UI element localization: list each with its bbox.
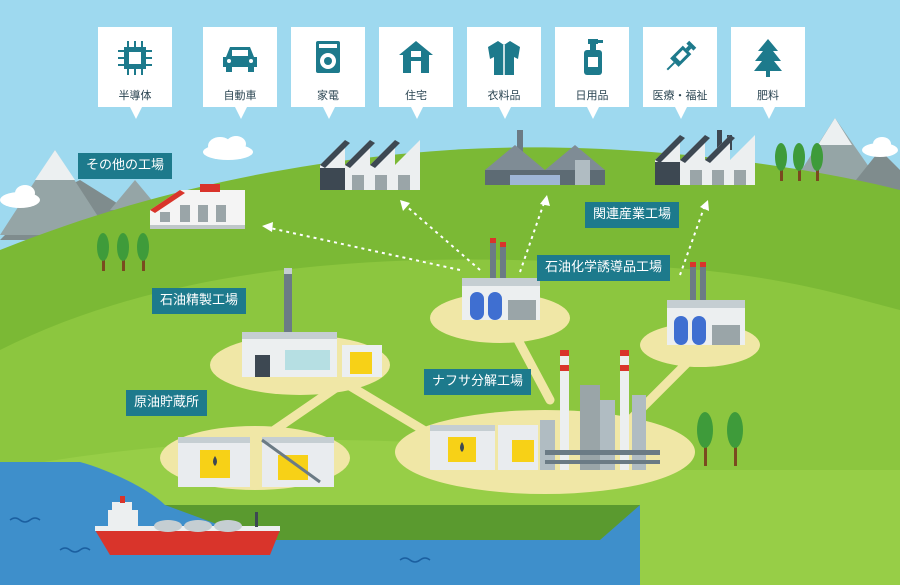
category-card-clothing: 衣料品 (467, 27, 541, 119)
sawtooth-factory-right (655, 130, 755, 185)
label-oil-refinery: 石油精製工場 (152, 288, 247, 314)
semiconductor-chip-icon (118, 41, 152, 75)
label-crude-oil-storage: 原油貯蔵所 (126, 390, 208, 416)
category-label: 自動車 (223, 89, 257, 102)
derivative-plant-2 (667, 262, 745, 345)
label-naphtha-cracking-factory: ナフサ分解工場 (424, 369, 532, 395)
category-card-appliances: 家電 (291, 27, 365, 119)
category-card-housing: 住宅 (379, 27, 453, 119)
other-factory-building (150, 184, 245, 229)
category-label: 日用品 (575, 89, 609, 102)
category-label: 肥料 (757, 89, 779, 102)
label-other-factories: その他の工場 (78, 153, 173, 179)
shirt-icon (488, 41, 520, 75)
crude-oil-tanks (178, 437, 334, 487)
waves (9, 517, 431, 563)
central-factory (485, 130, 605, 185)
oil-refinery (242, 268, 382, 377)
label-related-industry-factories: 関連産業工場 (585, 202, 680, 228)
category-label: 半導体 (118, 89, 152, 102)
category-label: 医療・福祉 (652, 89, 708, 102)
syringe-icon (666, 40, 697, 71)
category-card-daily-goods: 日用品 (555, 27, 629, 119)
naphtha-cracking-plant (430, 350, 660, 470)
derivative-plant-1 (462, 238, 540, 320)
sawtooth-factory-left (320, 140, 420, 190)
house-icon (399, 41, 433, 73)
category-label: 家電 (317, 89, 339, 102)
category-card-medical-welfare: 医療・福祉 (643, 27, 717, 119)
category-label: 住宅 (405, 89, 427, 102)
category-card-automobile: 自動車 (203, 27, 277, 119)
category-card-fertilizer: 肥料 (731, 27, 805, 119)
washing-machine-icon (316, 41, 340, 73)
shore (165, 505, 640, 540)
trees (97, 143, 823, 466)
category-card-semiconductor: 半導体 (98, 27, 172, 119)
arrow-heads (262, 195, 709, 232)
category-label: 衣料品 (487, 89, 521, 102)
label-petrochemical-derivatives-factory: 石油化学誘導品工場 (537, 255, 671, 281)
flow-arrows (269, 199, 706, 276)
tree-icon (754, 39, 782, 77)
car-icon (223, 47, 257, 72)
clouds (0, 136, 898, 208)
tanker-ship (95, 496, 280, 555)
spray-bottle-icon (584, 39, 603, 75)
